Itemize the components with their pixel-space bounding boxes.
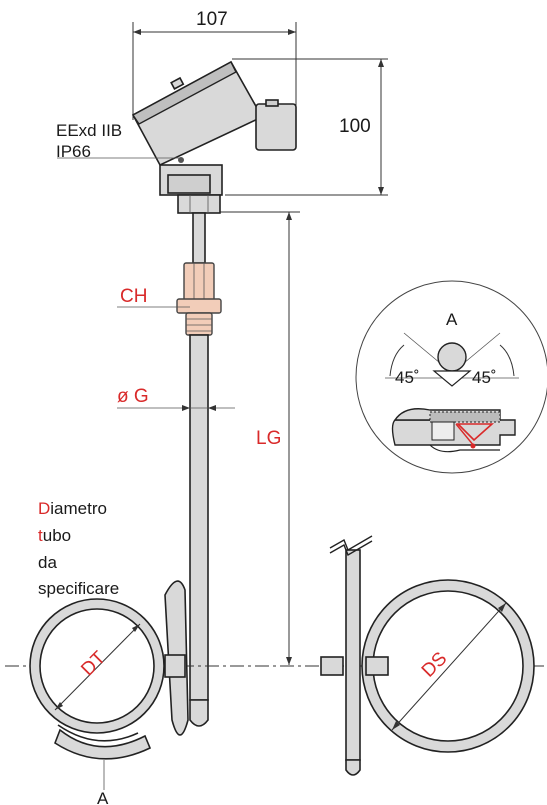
connection-head (131, 60, 297, 214)
ch-label: CH (120, 286, 147, 307)
fitting-hex (176, 298, 222, 314)
side-view-ds: DS (320, 535, 535, 776)
dimension-107-label: 107 (196, 9, 228, 30)
svg-text:tubo: tubo (38, 526, 71, 545)
dimension-107: 107 (132, 9, 297, 120)
cert-line1: EExd IIB (56, 121, 122, 140)
dimension-lg-label: LG (256, 428, 281, 449)
stem (176, 212, 222, 727)
view-marker-label: A (97, 789, 109, 805)
clamp-block (164, 654, 186, 678)
detail-a-label: A (446, 310, 458, 329)
detail-a: A 45˚ 45˚ (355, 280, 547, 474)
dimension-lg: LG (218, 211, 300, 665)
pipe-note: Diametro tubo da specificare (38, 499, 119, 598)
note-initial-d: D (38, 499, 50, 518)
note-line3: da (38, 553, 57, 572)
angle-left-label: 45˚ (395, 368, 420, 387)
dimension-100: 100 (225, 58, 388, 196)
cable-gland (255, 103, 297, 151)
compression-fitting (183, 262, 215, 302)
note-line4: specificare (38, 579, 119, 598)
pipe-dt: DT (29, 598, 165, 760)
probe-tube (189, 334, 209, 701)
cert-line2: IP66 (56, 142, 91, 161)
head-nut (177, 194, 221, 214)
angle-right-label: 45˚ (472, 368, 497, 387)
note-rest-1: iametro (50, 499, 107, 518)
svg-text:Diametro: Diametro (38, 499, 107, 518)
diam-g-dimension: ø G (117, 386, 235, 411)
note-initial-t: t (38, 526, 43, 545)
dimension-100-label: 100 (339, 116, 371, 137)
note-rest-2: ubo (43, 526, 71, 545)
diam-g-label: ø G (117, 386, 149, 407)
